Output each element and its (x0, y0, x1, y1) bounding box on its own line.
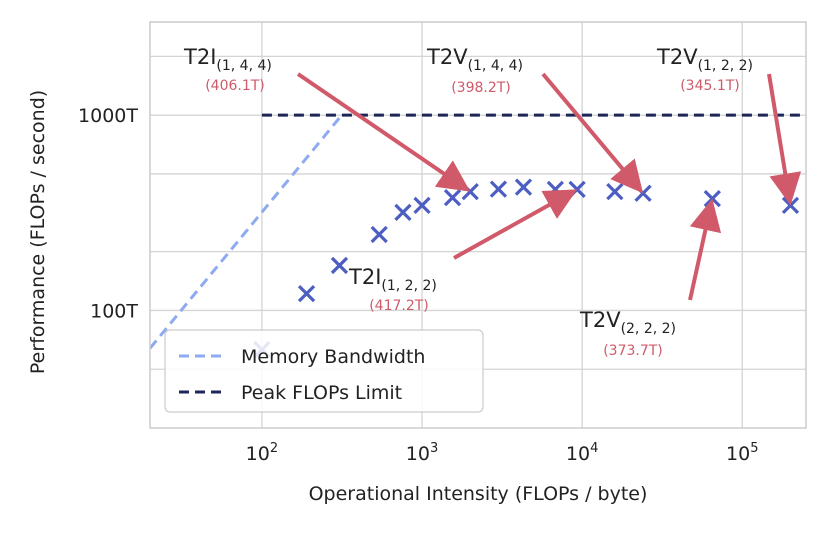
data-point (461, 182, 479, 201)
data-point (781, 196, 800, 215)
marker-stroke (297, 284, 316, 303)
annotation-value: (345.1T) (680, 78, 740, 94)
annotation-value: (398.2T) (451, 80, 511, 96)
marker-stroke (489, 180, 508, 198)
data-point (413, 196, 431, 215)
x-axis-label: Operational Intensity (FLOPs / byte) (309, 483, 648, 505)
annotation-label: T2I(1, 2, 2) (348, 265, 437, 294)
annotation-label: T2V(1, 4, 4) (426, 45, 523, 74)
data-point (703, 189, 721, 208)
axes: 102 103 104 105 100T 1000T (78, 21, 807, 465)
x-tick-label: 103 (406, 441, 438, 465)
annotation: T2I(1, 2, 2) (417.2T) (348, 189, 578, 314)
marker-stroke (634, 184, 652, 202)
annotation-arrow (767, 73, 802, 206)
y-tick-label: 100T (90, 300, 138, 322)
data-point (443, 189, 462, 207)
data-point (297, 284, 316, 303)
annotation-value: (417.2T) (369, 298, 429, 314)
annotation-label: T2I(1, 4, 4) (183, 45, 272, 74)
data-point (634, 184, 652, 202)
x-tick-label: 102 (246, 441, 278, 465)
annotation-label: T2V(1, 2, 2) (656, 45, 753, 74)
marker-stroke (413, 196, 431, 215)
annotation-value: (373.7T) (603, 343, 663, 359)
data-point (546, 180, 564, 198)
annotation-label: T2V(2, 2, 2) (579, 308, 676, 337)
data-point (514, 178, 533, 196)
marker-stroke (394, 203, 412, 221)
annotation: T2V(1, 4, 4) (398.2T) (426, 45, 644, 194)
annotation: T2V(2, 2, 2) (373.7T) (579, 198, 722, 359)
marker-stroke (443, 189, 462, 207)
marker-stroke (461, 182, 479, 201)
series-layer (150, 113, 806, 350)
marker-stroke (514, 178, 533, 196)
y-tick-label: 1000T (78, 105, 138, 127)
data-point (370, 225, 388, 244)
x-tick-label: 104 (566, 441, 598, 465)
annotation-arrow (688, 198, 722, 301)
memory-bandwidth-line (150, 114, 343, 350)
data-point (330, 256, 349, 275)
annotation: T2I(1, 4, 4) (406.1T) (183, 45, 471, 192)
annotation-value: (406.1T) (205, 78, 265, 94)
legend-box (164, 329, 484, 413)
annotations: T2I(1, 4, 4) (406.1T) T2V(1, 4, 4) (398.2T)… (183, 45, 802, 359)
marker-stroke (330, 256, 349, 275)
marker-stroke (370, 225, 388, 244)
plot-frame (149, 21, 807, 429)
legend-label: Peak FLOPs Limit (241, 382, 402, 404)
data-point (394, 203, 412, 221)
x-tick-label: 105 (726, 441, 758, 465)
annotation-arrow (296, 72, 471, 192)
data-point (606, 182, 624, 201)
annotation-arrow (453, 189, 578, 260)
annotation: T2V(1, 2, 2) (345.1T) (656, 45, 802, 206)
y-axis-label: Performance (FLOPs / second) (27, 90, 49, 374)
legend-label: Memory Bandwidth (241, 346, 425, 368)
data-point (489, 180, 508, 198)
annotation-arrow (541, 72, 644, 194)
